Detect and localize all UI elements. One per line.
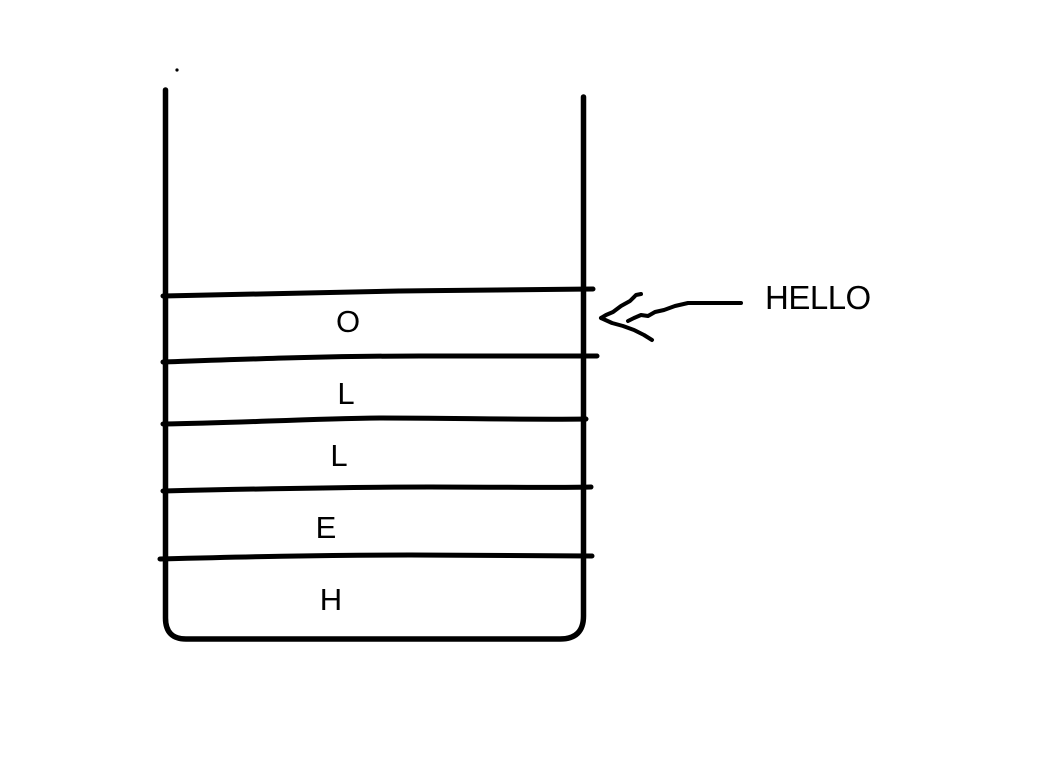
- stack-divider-5: [157, 552, 595, 562]
- annotation-label: HELLO: [765, 279, 871, 316]
- annotation-arrow-icon: [599, 292, 743, 342]
- stack-item-letter: L: [330, 438, 348, 473]
- arrow-head-lower: [599, 316, 654, 342]
- stack-container-outline: [162, 87, 587, 642]
- arrow-head-upper: [599, 292, 643, 320]
- stack-divider-4: [160, 484, 594, 494]
- stack-divider-1: [160, 286, 596, 299]
- stack-item-letter-top: O: [335, 304, 361, 339]
- stray-mark: [175, 68, 179, 72]
- arrow-shaft: [626, 301, 743, 323]
- stack-item-letter-bottom: H: [319, 582, 343, 617]
- stack-divider-3: [160, 415, 589, 427]
- stack-divider-2: [160, 353, 600, 365]
- stack-item-letter: L: [337, 376, 355, 411]
- stack-item-letter: E: [315, 510, 337, 545]
